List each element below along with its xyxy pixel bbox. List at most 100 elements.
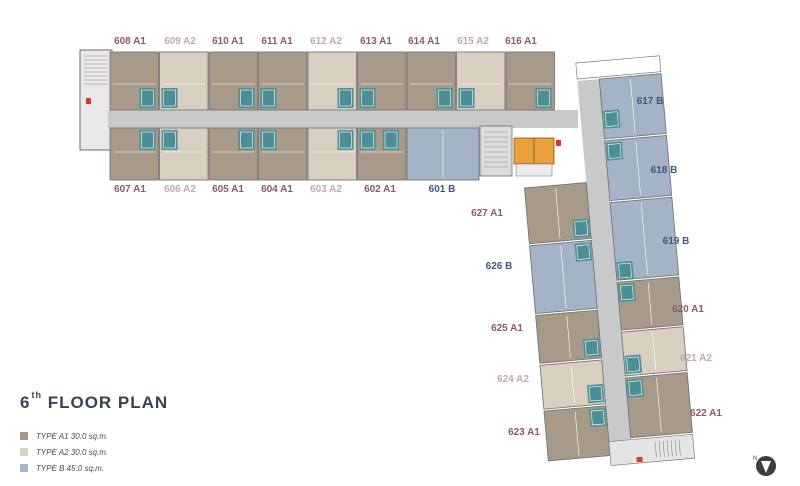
bathroom	[260, 130, 277, 150]
bathroom-detail	[384, 131, 398, 149]
bathroom	[624, 354, 643, 374]
unit-partition	[647, 282, 653, 325]
unit-label-626: 626 B	[486, 261, 513, 272]
unit-label-623: 623 A1	[508, 427, 540, 438]
bathroom	[238, 130, 255, 150]
bathroom	[574, 242, 593, 262]
unit-label-620: 620 A1	[672, 304, 704, 315]
unit-label-611: 611 A1	[261, 36, 293, 47]
unit-label-603: 603 A2	[310, 184, 342, 195]
lobby	[515, 163, 553, 177]
bathroom	[337, 88, 354, 108]
bathroom-detail	[262, 131, 275, 149]
unit-labels: 608 A1 609 A2 610 A1 611 A1 612 A2 613 A1 614 …	[114, 36, 722, 438]
unit-label-606: 606 A2	[164, 184, 196, 195]
unit-label-615: 615 A2	[457, 36, 489, 47]
bathroom	[535, 88, 552, 108]
unit-partition	[656, 378, 662, 433]
bathroom-detail	[141, 89, 154, 107]
unit-label-621: 621 A2	[680, 353, 712, 364]
fire-exit-core	[556, 140, 561, 146]
unit-label-613: 613 A1	[360, 36, 392, 47]
bathroom-detail	[607, 143, 622, 159]
bathroom-detail	[626, 356, 641, 373]
unit-label-619: 619 B	[663, 236, 690, 247]
corridor-main	[108, 110, 578, 128]
unit-label-610: 610 A1	[212, 36, 244, 47]
bathroom-detail	[361, 89, 374, 107]
unit-label-608: 608 A1	[114, 36, 146, 47]
unit-partition	[640, 202, 648, 275]
unit-label-622: 622 A1	[690, 408, 722, 419]
unit-label-609: 609 A2	[164, 36, 196, 47]
unit-partition	[560, 246, 567, 308]
unit-label-612: 612 A2	[310, 36, 342, 47]
bathroom-detail	[438, 89, 451, 107]
legend-swatch-a1	[20, 432, 28, 440]
bathroom	[589, 407, 607, 428]
stair-step	[658, 441, 661, 458]
bathroom-detail	[537, 89, 550, 107]
svg-text:N: N	[753, 456, 757, 462]
bathroom	[161, 130, 178, 150]
legend-swatch-b	[20, 464, 28, 472]
bathroom	[337, 130, 354, 150]
bathroom-detail	[339, 131, 352, 149]
unit-label-601: 601 B	[429, 184, 456, 195]
unit-label-618: 618 B	[651, 165, 678, 176]
bathroom-detail	[460, 89, 473, 107]
bathroom	[572, 218, 590, 238]
bathroom-detail	[262, 89, 275, 107]
legend-item-a2: TYPE A2 30.0 sq.m.	[20, 446, 108, 458]
north-arrow-icon: N	[753, 456, 776, 476]
bathroom	[260, 88, 277, 108]
unit-partition	[630, 79, 636, 134]
bathroom-detail	[163, 131, 176, 149]
bathroom-detail	[361, 131, 374, 149]
unit-partition	[570, 365, 575, 404]
bathroom	[238, 88, 255, 108]
stair-core	[479, 125, 513, 177]
unit-label-627: 627 A1	[471, 208, 503, 219]
stair-step	[670, 440, 673, 457]
stair-step	[654, 441, 657, 458]
stair-south	[608, 433, 696, 466]
legend-label-a2: TYPE A2 30.0 sq.m.	[36, 447, 109, 457]
bathroom-detail	[576, 244, 591, 260]
floor-number: 6	[20, 393, 31, 412]
bathroom-detail	[618, 262, 632, 279]
bathroom-detail	[240, 89, 253, 107]
legend-item-a1: TYPE A1 30.0 sq.m.	[20, 430, 108, 442]
bathroom	[436, 88, 453, 108]
stair-step	[662, 440, 665, 457]
floor-plan-title: 6th FLOOR PLAN	[20, 390, 169, 413]
unit-label-617: 617 B	[637, 96, 664, 107]
diagonal-wing	[524, 55, 696, 466]
unit-label-607: 607 A1	[114, 184, 146, 195]
wing-top-end	[575, 55, 662, 80]
unit-label-614: 614 A1	[408, 36, 440, 47]
bathroom	[582, 338, 601, 358]
unit-partition	[635, 141, 641, 195]
bathroom-detail	[604, 111, 619, 127]
floor-title-text: FLOOR PLAN	[47, 393, 169, 412]
bathroom-detail	[240, 131, 253, 149]
bathroom	[626, 378, 645, 398]
bathroom	[616, 260, 634, 281]
bathroom-detail	[163, 89, 176, 107]
room-layer	[79, 49, 696, 466]
legend-label-b: TYPE B 45.0 sq.m.	[36, 463, 105, 473]
unit-partition	[652, 332, 657, 371]
legend: TYPE A1 30.0 sq.m. TYPE A2 30.0 sq.m. TY…	[20, 430, 108, 478]
bathroom	[586, 383, 605, 404]
unit-label-624: 624 A2	[497, 374, 529, 385]
unit-label-605: 605 A1	[212, 184, 244, 195]
stair-step	[674, 439, 677, 456]
unit-label-616: 616 A1	[505, 36, 537, 47]
bathroom-detail	[628, 380, 643, 396]
bathroom-detail	[584, 339, 599, 356]
fire-exit-south	[636, 456, 643, 463]
bathroom	[359, 130, 376, 150]
bathroom-detail	[590, 409, 605, 426]
